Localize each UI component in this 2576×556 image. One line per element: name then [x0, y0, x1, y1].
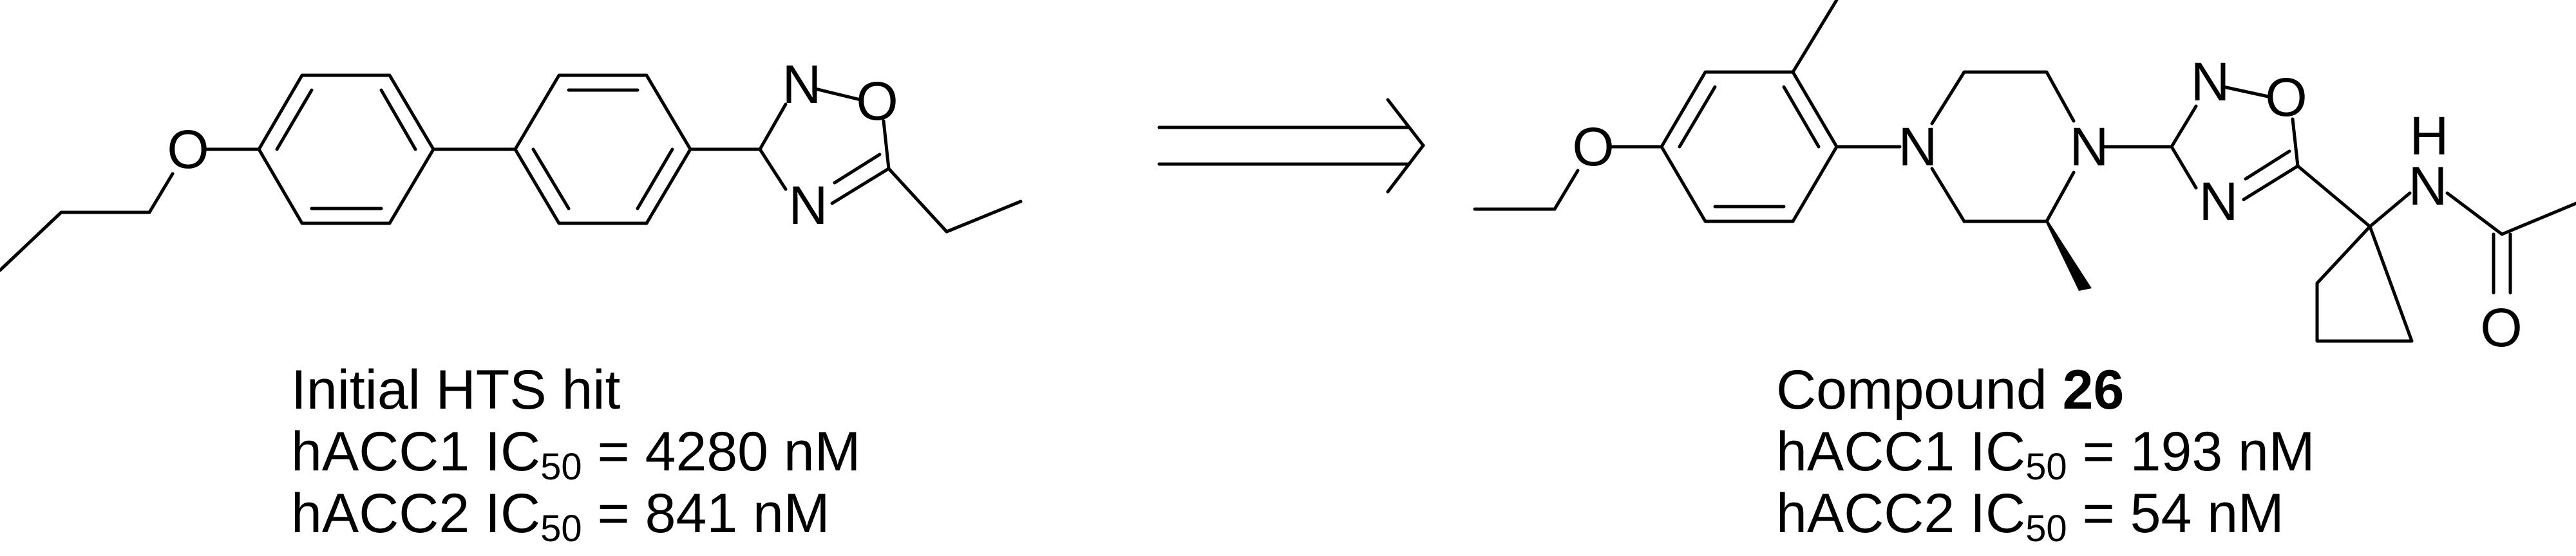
ic50-value: = 193 nM [2067, 421, 2315, 483]
atom-label-nitrogen: N [782, 54, 822, 115]
arrow-head-upper [1386, 98, 1425, 147]
atom-label-oxygen: O [2480, 297, 2522, 358]
bond [813, 87, 862, 102]
compound-name-prefix: Compound [1776, 359, 2063, 421]
atom-label-nitrogen: N [789, 175, 828, 236]
bond [882, 119, 891, 171]
subscript: 50 [2025, 508, 2067, 550]
compound-name: Initial HTS hit [291, 359, 621, 421]
bond [945, 199, 1023, 234]
ic50-value: = 54 nM [2067, 483, 2284, 544]
assay-label: hACC1 IC [291, 421, 541, 483]
bond [887, 167, 949, 234]
atom-label-nitrogen: N [1899, 116, 1938, 177]
aromatic-bond [379, 88, 417, 151]
bond [2445, 191, 2504, 236]
left-molecule-bonds [0, 73, 1023, 272]
aromatic-bond [531, 147, 571, 210]
atom-label-hydrogen: H [2410, 106, 2449, 166]
atom-label-oxygen: O [1572, 116, 1614, 177]
subscript: 50 [2025, 446, 2067, 488]
bond [2045, 70, 2076, 123]
activity-hacc1: hACC1 IC50 = 4280 nM [291, 421, 861, 486]
aromatic-bond [275, 88, 314, 151]
aromatic-bond [1678, 85, 1717, 149]
activity-hacc1: hACC1 IC50 = 193 nM [1776, 421, 2315, 486]
arrow-head-lower [1386, 144, 1425, 194]
activity-hacc2: hACC2 IC50 = 54 nM [1776, 483, 2315, 548]
bond [2170, 104, 2198, 149]
atom-label-oxygen: O [2265, 67, 2307, 127]
compound-name: Compound 26 [1776, 359, 2315, 421]
bond [1553, 169, 1580, 211]
atom-label-nitrogen: N [2199, 171, 2239, 232]
atom-label-oxygen: O [167, 119, 209, 180]
phenyl-ring-b [513, 73, 692, 225]
aromatic-bond [1782, 85, 1821, 149]
atom-label-nitrogen: N [2191, 51, 2230, 112]
phenyl-ring [1660, 70, 1839, 223]
bond [2368, 191, 2412, 228]
compound-number: 26 [2062, 359, 2125, 421]
right-molecule-bonds [1473, 0, 2576, 343]
bond [2296, 164, 2372, 228]
aromatic-bond [2244, 149, 2291, 181]
atom-label-oxygen: O [856, 71, 898, 131]
bond [830, 167, 891, 205]
bond [2242, 164, 2300, 201]
bond [758, 147, 788, 191]
subscript: 50 [540, 508, 582, 550]
assay-label: hACC1 IC [1776, 421, 2026, 483]
bond [2500, 201, 2576, 236]
assay-label: hACC2 IC [1776, 483, 2026, 544]
bond [2045, 171, 2076, 223]
activity-hacc2: hACC2 IC50 = 841 nM [291, 483, 860, 548]
bond [2170, 145, 2198, 190]
subscript: 50 [540, 446, 582, 488]
atom-label-nitrogen: N [2409, 156, 2448, 216]
assay-label: hACC2 IC [291, 483, 541, 544]
aromatic-bond [636, 147, 674, 210]
ic50-value: = 841 nM [582, 483, 830, 544]
left-caption: Initial HTS hit hACC1 IC50 = 4280 nM hAC… [291, 359, 861, 548]
bond [1930, 167, 1966, 223]
cyclobutane-ring [2315, 225, 2414, 343]
ic50-value: = 4280 nM [582, 421, 861, 483]
bond [1791, 0, 1839, 74]
bond [147, 172, 175, 214]
bond [1930, 70, 1966, 125]
bond [2222, 85, 2270, 98]
bond [2291, 117, 2300, 168]
right-caption: Compound 26 hACC1 IC50 = 193 nM hACC2 IC… [1776, 359, 2315, 548]
aromatic-bond [833, 153, 882, 185]
retro-arrow [1157, 98, 1425, 194]
bond [0, 210, 63, 272]
stereo-wedge-bond [2045, 221, 2092, 291]
bond [758, 102, 788, 151]
atom-label-nitrogen: N [2070, 116, 2109, 177]
phenyl-ring-a [257, 73, 435, 225]
